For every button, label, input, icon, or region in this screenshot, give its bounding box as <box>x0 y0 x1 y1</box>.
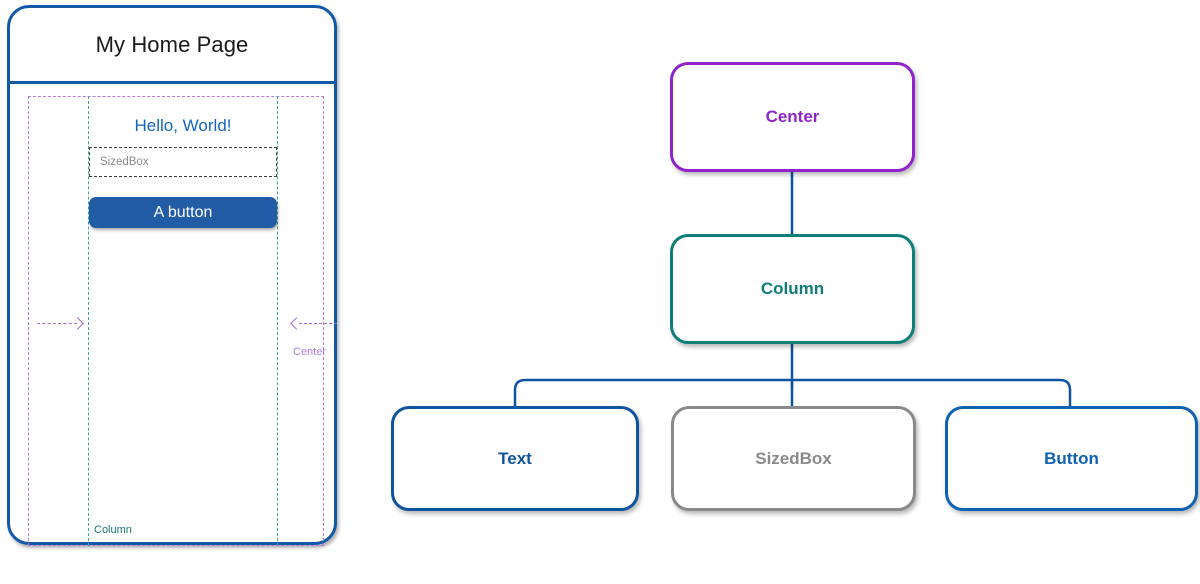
a-button-label: A button <box>153 203 213 221</box>
tree-node-sizedbox-label: SizedBox <box>755 448 832 468</box>
sizedbox-placeholder-label: SizedBox <box>100 156 149 168</box>
tree-node-text[interactable]: Text <box>391 406 639 511</box>
tree-node-column-label: Column <box>760 279 825 298</box>
column-content: Hello, World! SizedBox A button <box>89 108 277 228</box>
column-guide-label: Column <box>94 524 132 536</box>
tree-connectors <box>513 0 1073 584</box>
arrow-left-line <box>37 323 77 324</box>
hello-world-text: Hello, World! <box>134 116 232 135</box>
app-bar: My Home Page <box>10 8 334 84</box>
phone-frame: My Home Page Column Center Hello, World!… <box>7 5 337 546</box>
center-guide-box <box>28 96 324 546</box>
arrow-right-line <box>299 323 337 324</box>
phone-mockup: My Home Page Column Center Hello, World!… <box>0 0 350 584</box>
center-guide-label: Center <box>293 346 327 358</box>
tree-node-sizedbox[interactable]: SizedBox <box>671 406 916 511</box>
tree-node-button-label: Button <box>1044 448 1099 468</box>
tree-node-center[interactable]: Center <box>670 62 915 172</box>
tree-node-center-label: Center <box>765 107 820 126</box>
a-button[interactable]: A button <box>89 197 277 228</box>
column-guide-right <box>277 96 278 546</box>
tree-node-column[interactable]: Column <box>670 234 915 344</box>
sizedbox-placeholder: SizedBox <box>89 147 277 177</box>
tree-node-text-label: Text <box>498 448 532 468</box>
column-guide-left <box>88 96 89 546</box>
widget-tree-diagram: Center Column Text SizedBox Button <box>370 0 1200 584</box>
app-bar-title: My Home Page <box>95 31 249 57</box>
tree-node-button[interactable]: Button <box>945 406 1198 511</box>
